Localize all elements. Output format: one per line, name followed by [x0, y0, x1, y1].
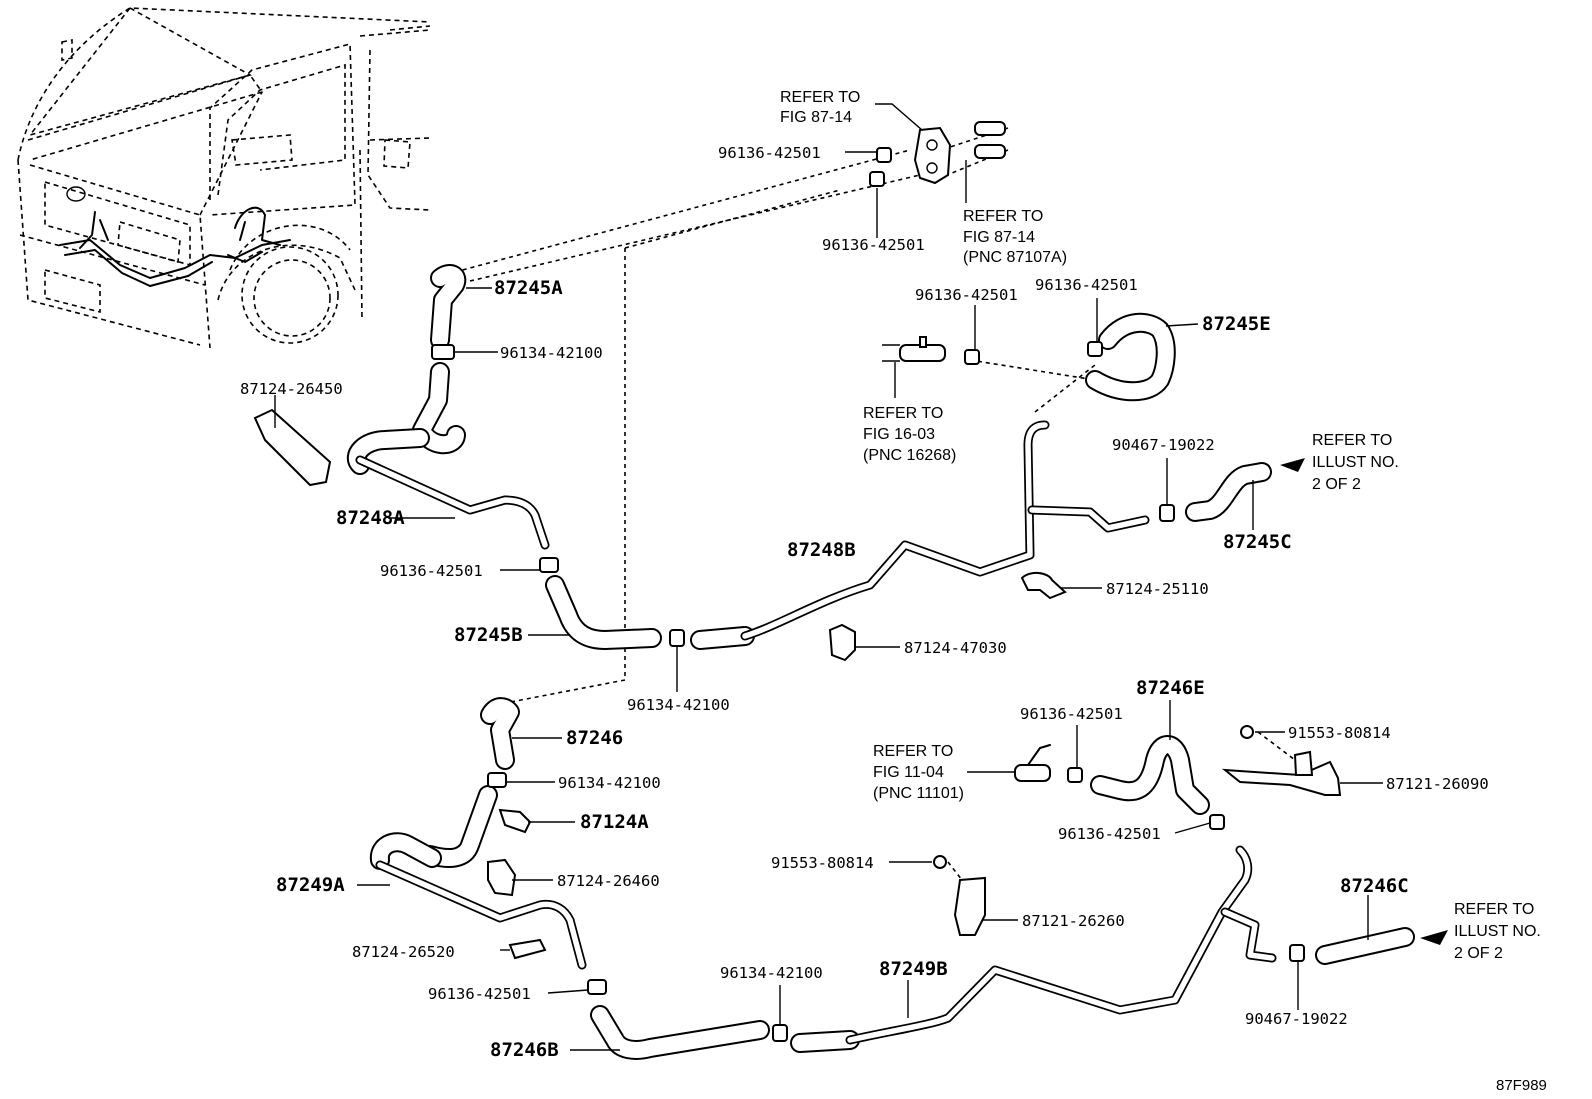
part-label-87121-26090: 87121-26090	[1386, 775, 1489, 793]
ref-fig8714-top-l2: FIG 87-14	[780, 109, 852, 126]
small-parts	[253, 121, 1448, 1042]
clamp-icon	[431, 147, 1305, 1042]
part-label-96136-42501-h: 96136-42501	[1058, 825, 1161, 843]
part-label-87245c: 87245C	[1223, 531, 1292, 553]
part-label-87121-26260: 87121-26260	[1022, 912, 1125, 930]
ref-fig1104-l3: (PNC 11101)	[873, 785, 964, 802]
clip-icon	[253, 408, 1067, 960]
ref-fig1603-l3: (PNC 16268)	[863, 447, 956, 464]
water-fitting-fig1603	[882, 336, 946, 362]
part-label-87124-26520: 87124-26520	[352, 943, 455, 961]
part-label-96136-42501-g: 96136-42501	[1020, 705, 1123, 723]
part-label-87246c: 87246C	[1340, 875, 1409, 897]
hose-87246	[480, 697, 520, 770]
part-label-87248b: 87248B	[787, 539, 856, 561]
part-label-87248a: 87248A	[336, 507, 405, 529]
ref-illust-top-l1: REFER TO	[1312, 432, 1392, 449]
ref-fig1603-l1: REFER TO	[863, 405, 943, 422]
part-label-87249b: 87249B	[879, 958, 948, 980]
vehicle-outline	[17, 6, 431, 349]
part-label-96134-42100-a: 96134-42100	[500, 344, 603, 362]
bolt-icon	[933, 725, 1254, 869]
part-label-87124a: 87124A	[580, 811, 649, 833]
part-label-87124-25110: 87124-25110	[1106, 580, 1209, 598]
reference-notes: REFER TO FIG 87-14 REFER TO FIG 87-14 (P…	[780, 89, 1541, 962]
ref-fig1104-l1: REFER TO	[873, 743, 953, 760]
ref-fig1603-l2: FIG 16-03	[863, 426, 935, 443]
part-label-96134-42100-d: 96134-42100	[720, 964, 823, 982]
ref-illust-top-l3: 2 OF 2	[1312, 476, 1361, 493]
ref-fig1104-l2: FIG 11-04	[873, 764, 944, 781]
hose-87246b	[590, 1005, 770, 1060]
pipe-87248b	[690, 420, 1150, 650]
pipe-87249a	[369, 785, 587, 970]
part-label-87245a: 87245A	[494, 277, 563, 299]
ref-illust-bottom-l2: ILLUST NO.	[1454, 923, 1541, 940]
leader-lines	[274, 103, 1383, 1051]
part-label-96136-42501-a: 96136-42501	[718, 144, 821, 162]
part-label-87249a: 87249A	[276, 874, 345, 896]
arrow-icon	[1280, 458, 1448, 945]
hose-87246c	[1315, 927, 1415, 965]
part-label-91553-80814-b: 91553-80814	[771, 854, 874, 872]
part-label-96136-42501-d: 96136-42501	[915, 286, 1018, 304]
part-label-96136-42501-f: 96136-42501	[428, 985, 531, 1003]
heater-pipe-stubs	[974, 121, 1006, 159]
ref-illust-bottom-l3: 2 OF 2	[1454, 945, 1503, 962]
ref-fig8714-right-l2: FIG 87-14	[963, 229, 1035, 246]
part-label-96136-42501-b: 96136-42501	[822, 236, 925, 254]
part-label-87124-26460: 87124-26460	[557, 872, 660, 890]
part-label-87245b: 87245B	[454, 624, 523, 646]
ref-fig8714-right-l3: (PNC 87107A)	[963, 249, 1067, 266]
part-label-96134-42100-c: 96134-42100	[558, 774, 661, 792]
part-label-87246b: 87246B	[490, 1039, 559, 1061]
part-number-labels: 96136-42501 96136-42501 87245A 96134-421…	[240, 144, 1547, 1094]
bracket-icon	[953, 750, 1342, 936]
ref-fig8714-right-l1: REFER TO	[963, 208, 1043, 225]
part-label-96136-42501-c: 96136-42501	[380, 562, 483, 580]
ref-illust-top-l2: ILLUST NO.	[1312, 454, 1399, 471]
part-label-87245e: 87245E	[1202, 313, 1271, 335]
part-label-90467-19022-b: 90467-19022	[1245, 1010, 1348, 1028]
ref-fig8714-top-l1: REFER TO	[780, 89, 860, 106]
figure-id: 87F989	[1496, 1077, 1547, 1094]
part-label-91553-80814-a: 91553-80814	[1288, 724, 1391, 742]
part-label-87246: 87246	[566, 727, 623, 749]
part-label-87246e: 87246E	[1136, 677, 1205, 699]
hoses-pipes	[346, 264, 1415, 1060]
heater-valve-fig8714	[913, 126, 952, 185]
pipe-87248a	[346, 362, 550, 550]
hose-87245c	[1185, 462, 1272, 522]
part-label-87124-26450: 87124-26450	[240, 380, 343, 398]
part-label-90467-19022-a: 90467-19022	[1112, 436, 1215, 454]
ref-illust-bottom-l1: REFER TO	[1454, 901, 1534, 918]
hose-87245b	[545, 575, 662, 650]
hose-87245e	[1085, 312, 1176, 402]
part-label-87124-47030: 87124-47030	[904, 639, 1007, 657]
part-label-96136-42501-e: 96136-42501	[1035, 276, 1138, 294]
pipe-87249b	[790, 845, 1277, 1053]
hose-87246e	[1090, 735, 1210, 815]
hose-87245a	[430, 264, 467, 350]
water-fitting-fig1104	[1014, 744, 1051, 782]
part-label-96134-42100-b: 96134-42100	[627, 696, 730, 714]
